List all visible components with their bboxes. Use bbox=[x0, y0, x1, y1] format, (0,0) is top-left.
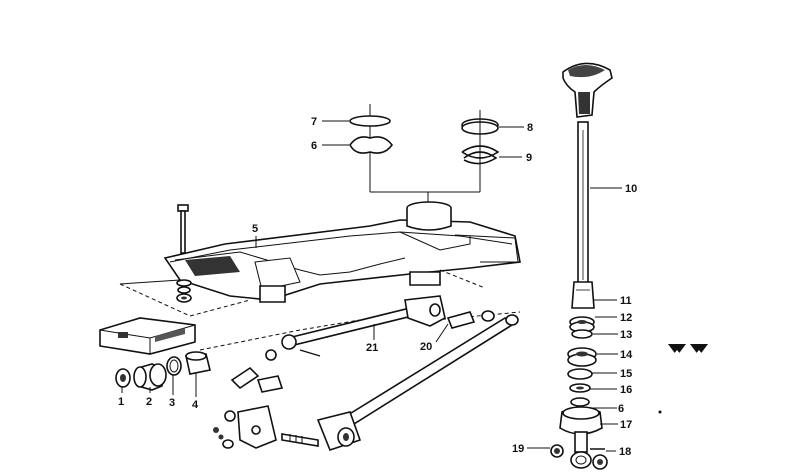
rubber-mount-block bbox=[99, 317, 196, 355]
callout-1: 1 bbox=[118, 396, 124, 408]
callout-6-lever: 6 bbox=[618, 403, 624, 415]
lever-bushing-stack bbox=[567, 316, 597, 407]
callout-8: 8 bbox=[527, 122, 533, 134]
double-arrowhead-icon bbox=[668, 344, 708, 356]
callout-12: 12 bbox=[620, 312, 632, 324]
callout-19: 19 bbox=[512, 443, 524, 455]
callout-14: 14 bbox=[620, 349, 633, 361]
shift-carrier-bracket bbox=[163, 201, 521, 303]
callout-7: 7 bbox=[311, 116, 317, 128]
callout-6-ring: 6 bbox=[311, 140, 317, 152]
callout-11: 11 bbox=[620, 295, 632, 307]
shift-lever-bottom-bracket bbox=[550, 406, 608, 470]
selector-rod bbox=[281, 295, 446, 357]
callout-18: 18 bbox=[619, 446, 631, 458]
callout-17: 17 bbox=[620, 419, 632, 431]
callout-13: 13 bbox=[620, 329, 632, 341]
shift-rod-long bbox=[316, 310, 519, 451]
callout-20: 20 bbox=[420, 341, 432, 353]
callout-16: 16 bbox=[620, 384, 632, 396]
mounting-bolt bbox=[176, 204, 192, 303]
callout-2: 2 bbox=[146, 396, 152, 408]
callout-9: 9 bbox=[526, 152, 532, 164]
shaft-bearing-parts bbox=[115, 351, 211, 391]
callout-3: 3 bbox=[169, 397, 175, 409]
callout-5: 5 bbox=[252, 223, 258, 235]
callout-labels: 1 2 3 4 5 6 6 7 8 9 10 11 12 13 14 15 16… bbox=[118, 116, 637, 458]
gear-knob bbox=[562, 62, 613, 118]
lower-bracket-hardware bbox=[213, 349, 319, 449]
reference-dot bbox=[658, 410, 662, 414]
callout-4: 4 bbox=[192, 399, 199, 411]
callout-15: 15 bbox=[620, 368, 632, 380]
ring-set-upper bbox=[349, 104, 500, 205]
gear-lever-shaft bbox=[571, 121, 595, 309]
callout-leaders bbox=[121, 120, 622, 452]
callout-21: 21 bbox=[366, 342, 378, 354]
callout-10: 10 bbox=[625, 183, 637, 195]
